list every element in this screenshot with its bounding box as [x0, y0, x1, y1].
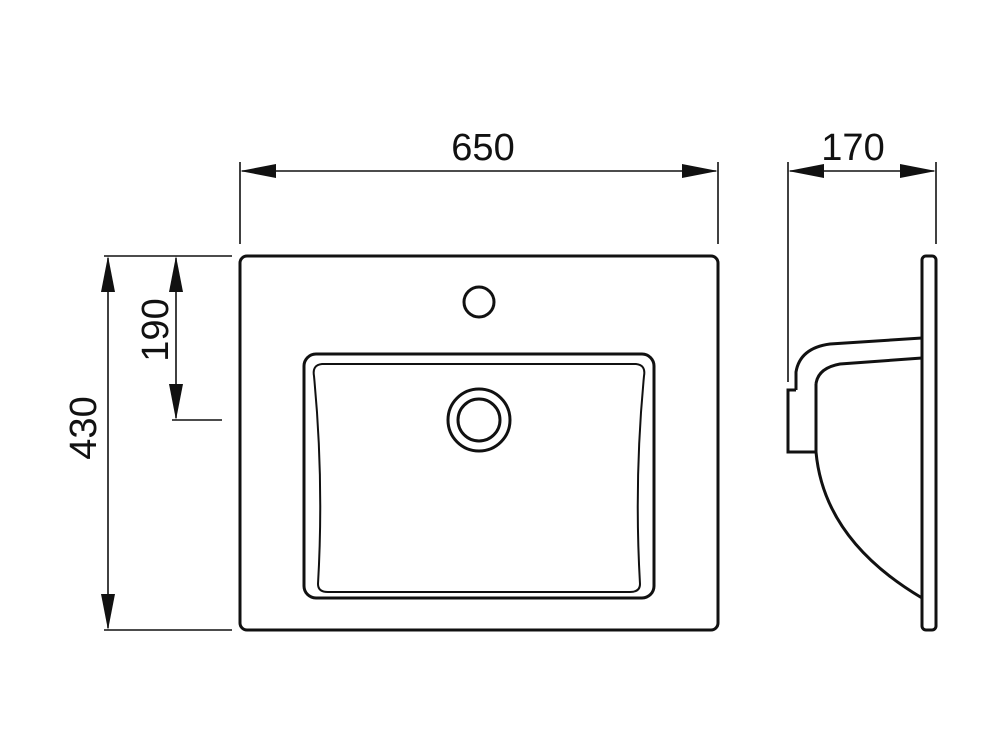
drain-inner: [456, 397, 502, 443]
dim-length: 430: [63, 255, 232, 631]
side-front-lip: [786, 388, 816, 454]
drain-outer: [446, 387, 512, 453]
side-rim-inner: [814, 356, 923, 385]
arrow-side-left: [788, 164, 824, 178]
arrow-length-bottom: [101, 594, 115, 630]
side-back-plate: [920, 254, 938, 632]
dim-label-side-depth: 170: [821, 127, 884, 169]
dim-label-width: 650: [451, 127, 514, 169]
tap-hole: [462, 285, 496, 319]
basin-outline: [238, 254, 720, 632]
arrow-tap-top: [169, 256, 183, 292]
arrow-width-left: [240, 164, 276, 178]
arrow-tap-bottom: [169, 384, 183, 420]
bowl-inner: [312, 363, 646, 593]
dim-width: 650: [239, 127, 719, 244]
side-bowl-curve: [814, 384, 923, 600]
dim-tap-offset: 190: [135, 256, 222, 421]
dim-side-depth: 170: [787, 127, 937, 382]
side-view: [786, 254, 938, 632]
arrow-width-right: [682, 164, 718, 178]
arrow-side-right: [900, 164, 936, 178]
side-rim: [794, 336, 923, 390]
top-view: [238, 254, 720, 632]
dim-label-tap-offset: 190: [135, 298, 177, 361]
bowl-outer: [302, 352, 656, 600]
arrow-length-top: [101, 256, 115, 292]
dim-label-length: 430: [63, 396, 105, 459]
